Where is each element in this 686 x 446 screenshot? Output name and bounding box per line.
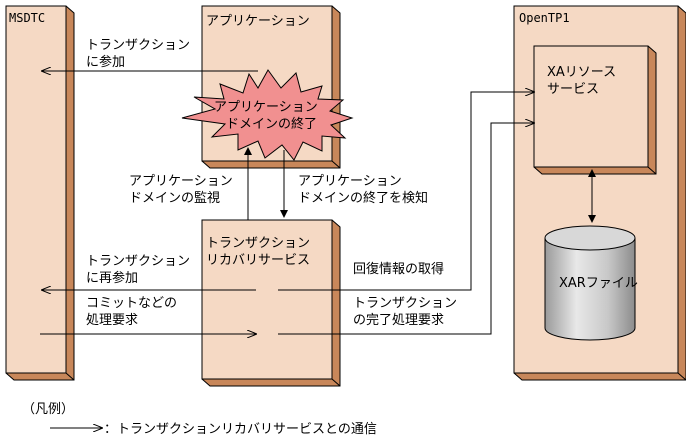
legend-title: （凡例） (22, 402, 74, 417)
rejoin-label-1: トランザクション (86, 254, 190, 269)
recovery-info-label: 回復情報の取得 (353, 261, 444, 277)
xar-file-cylinder: XARファイル (544, 225, 638, 341)
xa-resource-service-box: XAリソース サービス (533, 45, 657, 175)
monitor-label-1: アプリケーション (129, 174, 233, 189)
detect-arrow: アプリケーション ドメインの終了を検知 (280, 150, 428, 218)
xar-file-label: XARファイル (559, 276, 638, 291)
detect-label-2: ドメインの終了を検知 (298, 190, 428, 206)
opentp1-label: OpenTP1 (519, 11, 570, 25)
join-transaction-arrow: トランザクション に参加 (42, 38, 258, 71)
completion-request-arrow: トランザクション の完了処理要求 (278, 123, 534, 335)
commit-label-2: 処理要求 (86, 313, 138, 328)
legend-description: ：トランザクションリカバリサービスとの通信 (104, 422, 377, 437)
monitor-label-2: ドメインの監視 (129, 190, 220, 206)
burst-label-1: アプリケーション (214, 100, 318, 115)
xa-service-label-2: サービス (547, 82, 599, 97)
monitor-arrow: アプリケーション ドメインの監視 (129, 147, 252, 220)
rejoin-transaction-arrow: トランザクション に再参加 (42, 254, 256, 290)
commit-label-1: コミットなどの (86, 296, 177, 311)
detect-label-1: アプリケーション (298, 174, 402, 189)
application-label: アプリケーション (206, 14, 310, 29)
join-transaction-label-2: に参加 (86, 54, 125, 70)
domain-end-burst: アプリケーション ドメインの終了 (181, 69, 354, 161)
recovery-service-label-1: トランザクション (206, 236, 310, 251)
recovery-service-label-2: リカバリサービス (206, 253, 310, 268)
commit-request-arrow: コミットなどの 処理要求 (40, 296, 256, 334)
burst-label-2: ドメインの終了 (226, 116, 317, 132)
recovery-service-box: トランザクション リカバリサービス (201, 219, 341, 387)
xa-service-label-1: XAリソース (547, 65, 616, 80)
completion-label-1: トランザクション (353, 296, 457, 311)
recovery-info-arrow: 回復情報の取得 (278, 92, 534, 291)
msdtc-label: MSDTC (9, 11, 45, 25)
completion-label-2: の完了処理要求 (353, 313, 444, 328)
legend: （凡例） ：トランザクションリカバリサービスとの通信 (22, 402, 377, 437)
join-transaction-label-1: トランザクション (86, 38, 190, 53)
rejoin-label-2: に再参加 (86, 270, 138, 286)
msdtc-box: MSDTC (5, 5, 75, 381)
